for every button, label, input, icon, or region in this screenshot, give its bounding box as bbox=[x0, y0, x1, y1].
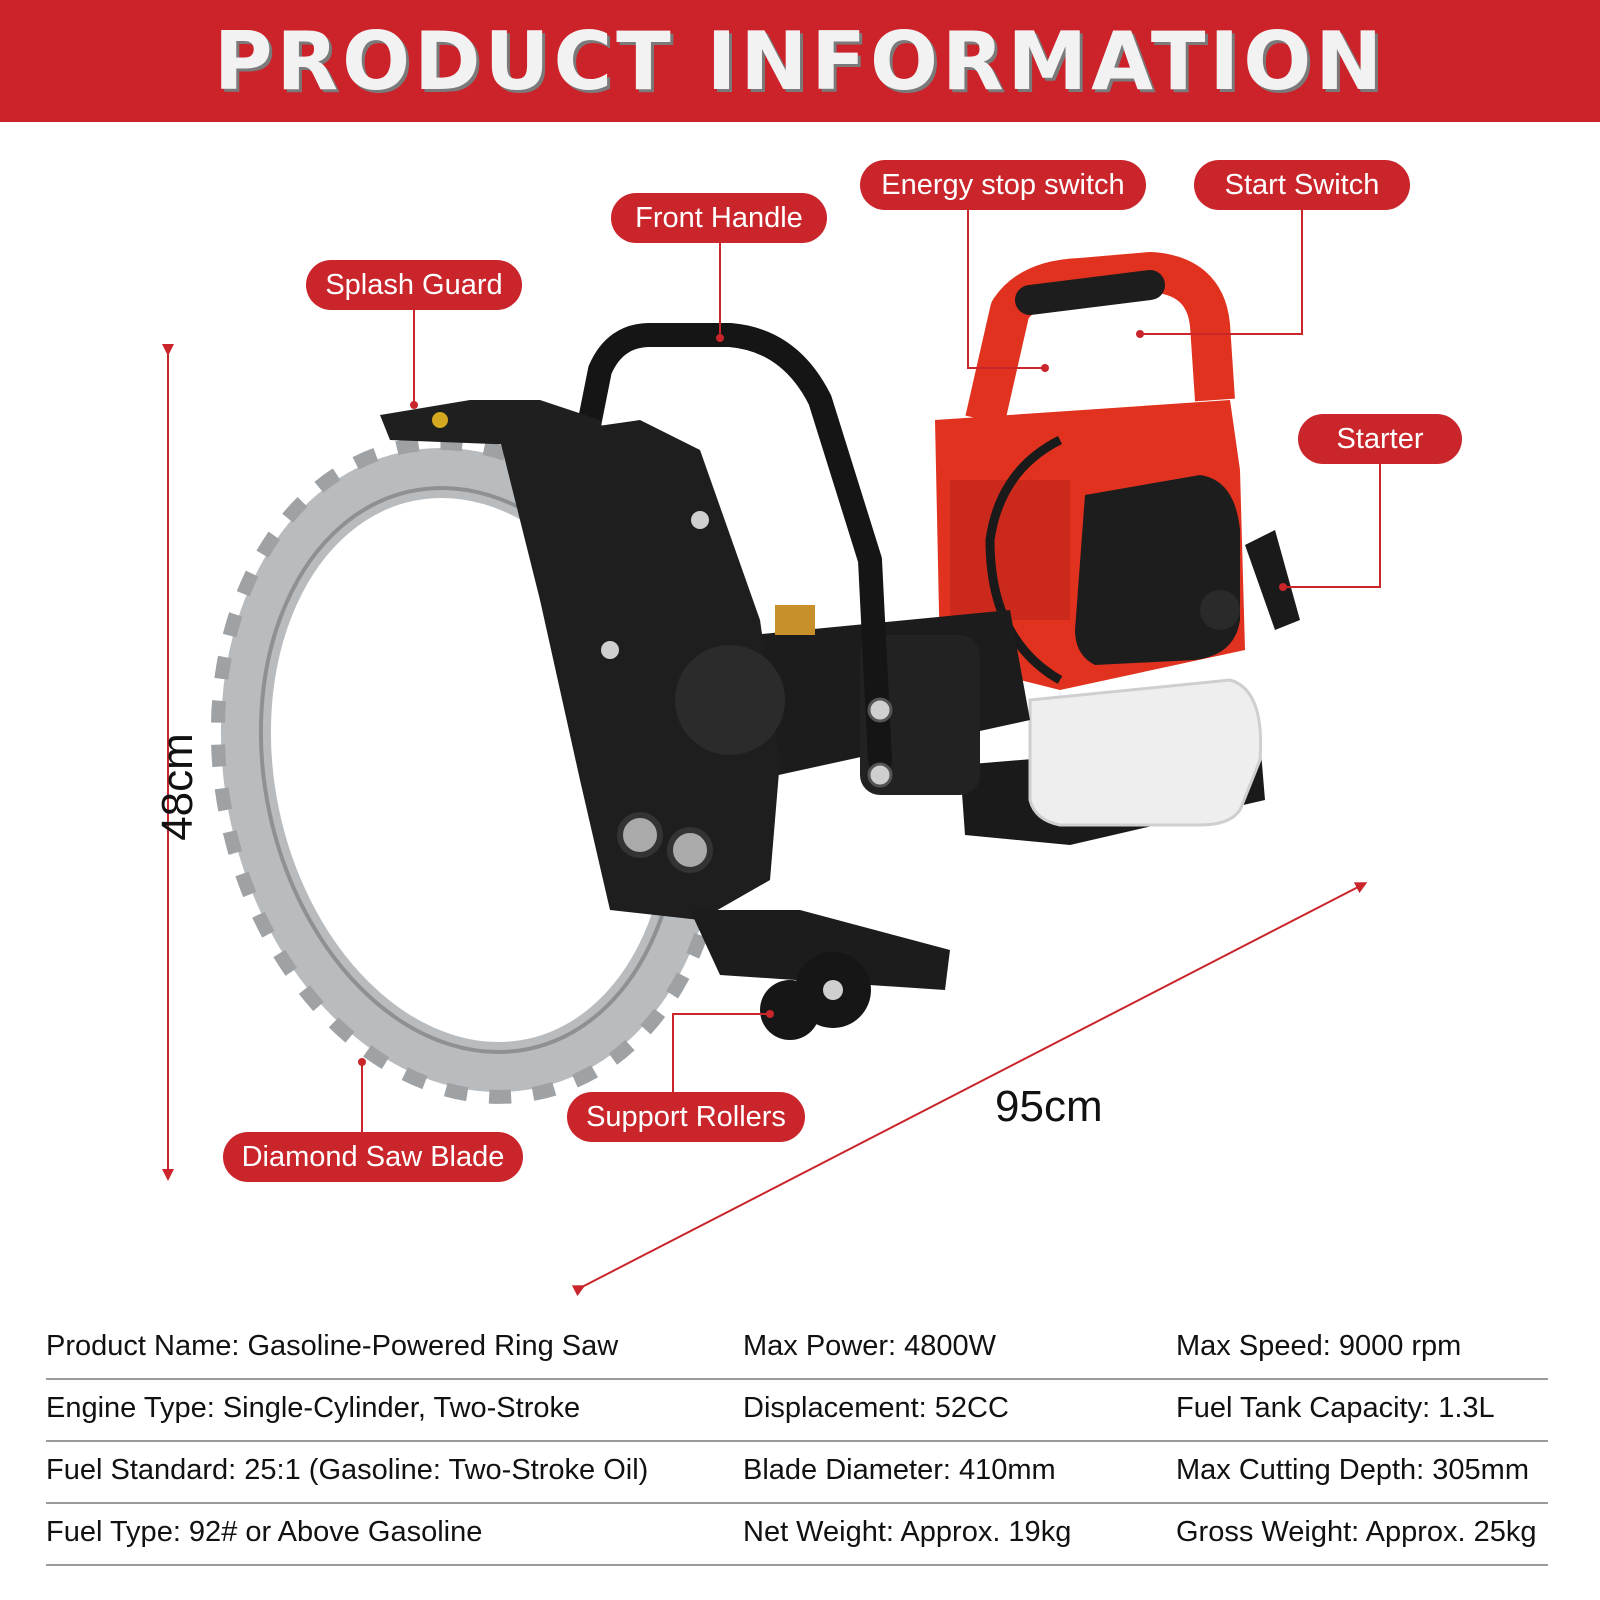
blade-head-assembly bbox=[500, 420, 780, 920]
spec-product-name: Product Name: Gasoline-Powered Ring Saw bbox=[46, 1330, 619, 1362]
rear-handle-grip bbox=[1015, 270, 1165, 315]
height-dimension-label: 48cm bbox=[153, 733, 202, 841]
spec-row: Fuel Type: 92# or Above Gasoline Net Wei… bbox=[46, 1504, 1548, 1566]
spec-row: Engine Type: Single-Cylinder, Two-Stroke… bbox=[46, 1380, 1548, 1442]
fuel-hose bbox=[985, 435, 1063, 684]
product-diagram: Splash Guard Front Handle Energy stop sw… bbox=[0, 122, 1600, 1300]
handle-bolt-top bbox=[867, 697, 893, 723]
spec-gross-weight: Gross Weight: Approx. 25kg bbox=[1176, 1516, 1537, 1548]
engine-cooling-fins bbox=[950, 480, 1070, 620]
header-banner: PRODUCT INFORMATION bbox=[0, 0, 1600, 122]
guide-roller bbox=[667, 827, 713, 873]
front-handle-bar bbox=[573, 323, 892, 772]
drive-pulley bbox=[675, 645, 785, 755]
spec-displacement: Displacement: 52CC bbox=[743, 1392, 1009, 1424]
spec-max-cutting-depth: Max Cutting Depth: 305mm bbox=[1176, 1454, 1529, 1486]
spec-max-speed: Max Speed: 9000 rpm bbox=[1176, 1330, 1462, 1362]
tension-spring bbox=[775, 605, 815, 635]
fuel-tank bbox=[1028, 678, 1263, 827]
spec-table: Product Name: Gasoline-Powered Ring Saw … bbox=[46, 1318, 1548, 1566]
callout-starter: Starter bbox=[1298, 414, 1462, 464]
starter-knob bbox=[1200, 590, 1240, 630]
spec-blade-diameter: Blade Diameter: 410mm bbox=[743, 1454, 1056, 1486]
spec-fuel-tank-capacity: Fuel Tank Capacity: 1.3L bbox=[1176, 1392, 1495, 1424]
length-dimension-label: 95cm bbox=[995, 1082, 1103, 1131]
head-bolt bbox=[601, 641, 619, 659]
spec-engine-type: Engine Type: Single-Cylinder, Two-Stroke bbox=[46, 1392, 581, 1424]
support-foot bbox=[690, 910, 950, 990]
water-valve bbox=[432, 412, 448, 428]
spec-row: Product Name: Gasoline-Powered Ring Saw … bbox=[46, 1318, 1548, 1380]
leader-support-rollers bbox=[672, 1013, 770, 1092]
length-dimension-arrow bbox=[571, 882, 1368, 1297]
ring-saw-illustration bbox=[162, 210, 1381, 1297]
spec-row: Fuel Standard: 25:1 (Gasoline: Two-Strok… bbox=[46, 1442, 1548, 1504]
callout-support-rollers: Support Rollers bbox=[567, 1092, 805, 1142]
callout-diamond-saw-blade: Diamond Saw Blade bbox=[223, 1132, 523, 1182]
recoil-cover bbox=[1075, 475, 1240, 665]
handle-bolt-bottom bbox=[867, 762, 893, 788]
spec-max-power: Max Power: 4800W bbox=[743, 1330, 997, 1362]
callout-front-handle: Front Handle bbox=[611, 193, 827, 243]
leader-starter bbox=[1283, 460, 1381, 588]
starter-handle bbox=[1245, 530, 1300, 630]
guide-roller bbox=[617, 812, 663, 858]
spec-fuel-type: Fuel Type: 92# or Above Gasoline bbox=[46, 1516, 483, 1548]
spec-net-weight: Net Weight: Approx. 19kg bbox=[743, 1516, 1072, 1548]
spec-fuel-standard: Fuel Standard: 25:1 (Gasoline: Two-Strok… bbox=[46, 1454, 649, 1486]
callout-energy-stop-switch: Energy stop switch bbox=[860, 160, 1146, 210]
head-bolt bbox=[691, 511, 709, 529]
support-roller-hub bbox=[823, 980, 843, 1000]
callout-splash-guard: Splash Guard bbox=[306, 260, 522, 310]
callout-start-switch: Start Switch bbox=[1194, 160, 1410, 210]
support-roller-rear bbox=[760, 980, 820, 1040]
leader-start-switch bbox=[1140, 210, 1303, 335]
page-title: PRODUCT INFORMATION bbox=[213, 14, 1387, 108]
leader-energy-stop bbox=[967, 210, 1045, 369]
